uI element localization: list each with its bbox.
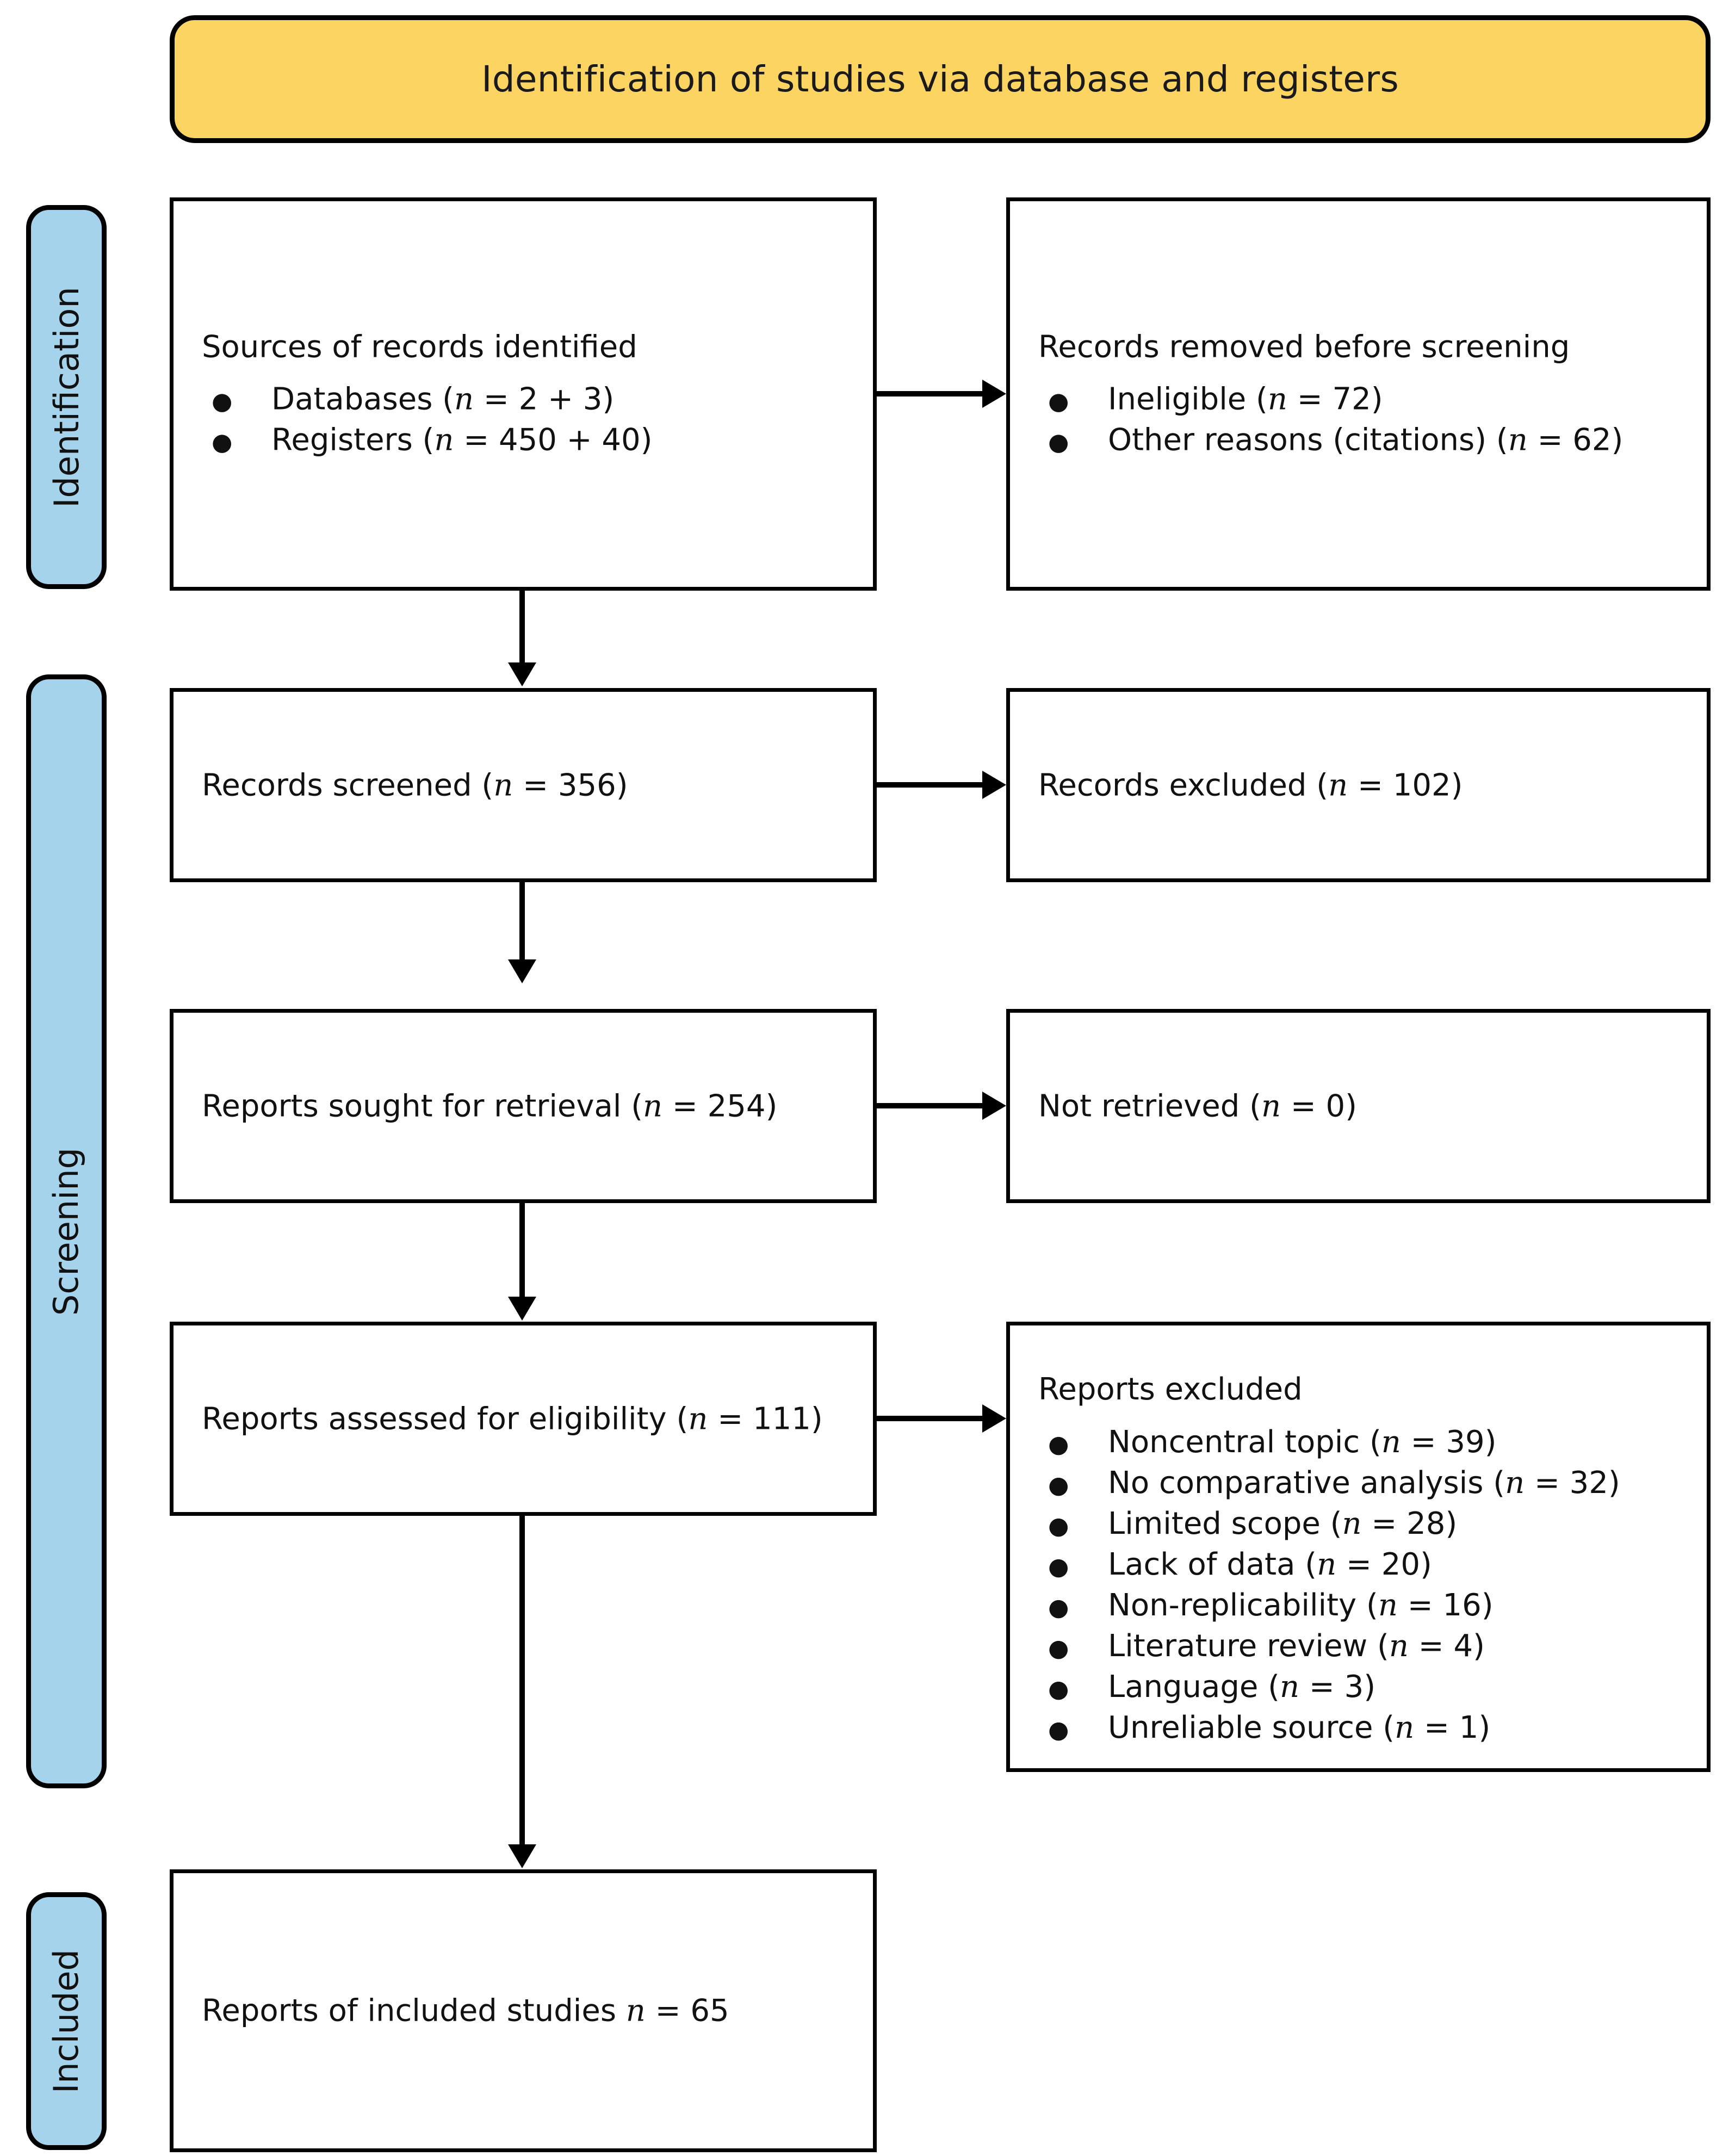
bullet-icon: ● — [1048, 1471, 1069, 1499]
node-sources-heading: Sources of records identified — [202, 329, 637, 365]
list-item: ● Noncentral topic (n = 39) — [1038, 1422, 1688, 1463]
bullet-icon: ● — [1048, 1716, 1069, 1744]
bullet-icon: ● — [1048, 387, 1069, 416]
stage-label-identification: Identification — [26, 205, 107, 589]
node-not-retrieved-text: Not retrieved (n = 0) — [1038, 1088, 1358, 1124]
stage-label-identification-text: Identification — [46, 286, 86, 508]
list-item-label: No comparative analysis (n = 32) — [1108, 1465, 1620, 1501]
list-item-label: Literature review (n = 4) — [1108, 1628, 1485, 1664]
list-item-label: Noncentral topic (n = 39) — [1108, 1424, 1497, 1460]
node-records-removed-before-screening: Records removed before screening ● Ineli… — [1006, 197, 1711, 591]
arrow-head-icon — [982, 1404, 1006, 1433]
node-reports-excluded-list: ● Noncentral topic (n = 39) ● No compara… — [1038, 1422, 1688, 1748]
node-not-retrieved: Not retrieved (n = 0) — [1006, 1009, 1711, 1203]
arrow-head-icon — [508, 1844, 536, 1868]
arrow-head-icon — [982, 380, 1006, 408]
stage-label-included-text: Included — [46, 1949, 86, 2093]
list-item: ● No comparative analysis (n = 32) — [1038, 1463, 1688, 1503]
node-reports-sought-for-retrieval: Reports sought for retrieval (n = 254) — [170, 1009, 877, 1203]
stage-label-included: Included — [26, 1892, 107, 2150]
list-item: ● Registers (n = 450 + 40) — [202, 420, 854, 461]
list-item: ● Databases (n = 2 + 3) — [202, 379, 854, 420]
arrow-head-icon — [508, 1297, 536, 1321]
arrow-head-icon — [508, 959, 536, 983]
arrow-shaft — [877, 782, 983, 788]
arrow-head-icon — [508, 662, 536, 686]
node-reports-assessed-for-eligibility: Reports assessed for eligibility (n = 11… — [170, 1322, 877, 1516]
bullet-icon: ● — [1048, 1593, 1069, 1621]
node-records-screened: Records screened (n = 356) — [170, 688, 877, 882]
arrow-shaft — [877, 1416, 983, 1421]
node-included-text: Reports of included studies n = 65 — [202, 1993, 729, 2029]
bullet-icon: ● — [1048, 1430, 1069, 1458]
node-sources-list: ● Databases (n = 2 + 3) ● Registers (n =… — [202, 379, 854, 461]
bullet-icon: ● — [212, 387, 233, 416]
list-item-label: Unreliable source (n = 1) — [1108, 1710, 1491, 1746]
node-reports-excluded-heading: Reports excluded — [1038, 1372, 1303, 1407]
stage-label-screening-text: Screening — [46, 1147, 86, 1316]
arrow-head-icon — [982, 1092, 1006, 1120]
arrow-shaft — [519, 591, 525, 664]
list-item-label: Limited scope (n = 28) — [1108, 1506, 1458, 1541]
diagram-title-banner: Identification of studies via database a… — [170, 15, 1711, 143]
list-item-label: Language (n = 3) — [1108, 1669, 1376, 1705]
bullet-icon: ● — [1048, 1511, 1069, 1540]
node-removed-list: ● Ineligible (n = 72) ● Other reasons (c… — [1038, 379, 1688, 461]
list-item-label: Other reasons (citations) (n = 62) — [1108, 422, 1624, 458]
node-records-excluded: Records excluded (n = 102) — [1006, 688, 1711, 882]
node-sources-of-records: Sources of records identified ● Database… — [170, 197, 877, 591]
arrow-shaft — [519, 1516, 525, 1845]
node-assessed-text: Reports assessed for eligibility (n = 11… — [202, 1401, 823, 1436]
arrow-shaft — [877, 1103, 983, 1108]
bullet-icon: ● — [1048, 1552, 1069, 1581]
list-item: ● Literature review (n = 4) — [1038, 1626, 1688, 1666]
node-reports-excluded: Reports excluded ● Noncentral topic (n =… — [1006, 1322, 1711, 1772]
arrow-shaft — [519, 882, 525, 961]
node-excluded-text: Records excluded (n = 102) — [1038, 767, 1463, 803]
bullet-icon: ● — [212, 428, 233, 456]
list-item: ● Limited scope (n = 28) — [1038, 1503, 1688, 1544]
node-sought-text: Reports sought for retrieval (n = 254) — [202, 1088, 778, 1124]
stage-label-screening: Screening — [26, 674, 107, 1788]
node-removed-heading: Records removed before screening — [1038, 329, 1570, 365]
arrow-head-icon — [982, 771, 1006, 799]
list-item: ● Ineligible (n = 72) — [1038, 379, 1688, 420]
arrow-shaft — [519, 1203, 525, 1298]
list-item: ● Other reasons (citations) (n = 62) — [1038, 420, 1688, 461]
list-item: ● Non-replicability (n = 16) — [1038, 1585, 1688, 1626]
list-item-label: Ineligible (n = 72) — [1108, 381, 1383, 417]
list-item-label: Databases (n = 2 + 3) — [271, 381, 615, 417]
bullet-icon: ● — [1048, 1675, 1069, 1703]
list-item-label: Non-replicability (n = 16) — [1108, 1587, 1494, 1623]
list-item: ● Unreliable source (n = 1) — [1038, 1707, 1688, 1748]
bullet-icon: ● — [1048, 428, 1069, 456]
node-reports-of-included-studies: Reports of included studies n = 65 — [170, 1869, 877, 2152]
list-item: ● Language (n = 3) — [1038, 1666, 1688, 1707]
node-screened-text: Records screened (n = 356) — [202, 767, 628, 803]
arrow-shaft — [877, 391, 983, 396]
list-item-label: Lack of data (n = 20) — [1108, 1546, 1432, 1582]
list-item: ● Lack of data (n = 20) — [1038, 1544, 1688, 1585]
diagram-title-text: Identification of studies via database a… — [481, 58, 1399, 100]
list-item-label: Registers (n = 450 + 40) — [271, 422, 653, 458]
bullet-icon: ● — [1048, 1634, 1069, 1662]
